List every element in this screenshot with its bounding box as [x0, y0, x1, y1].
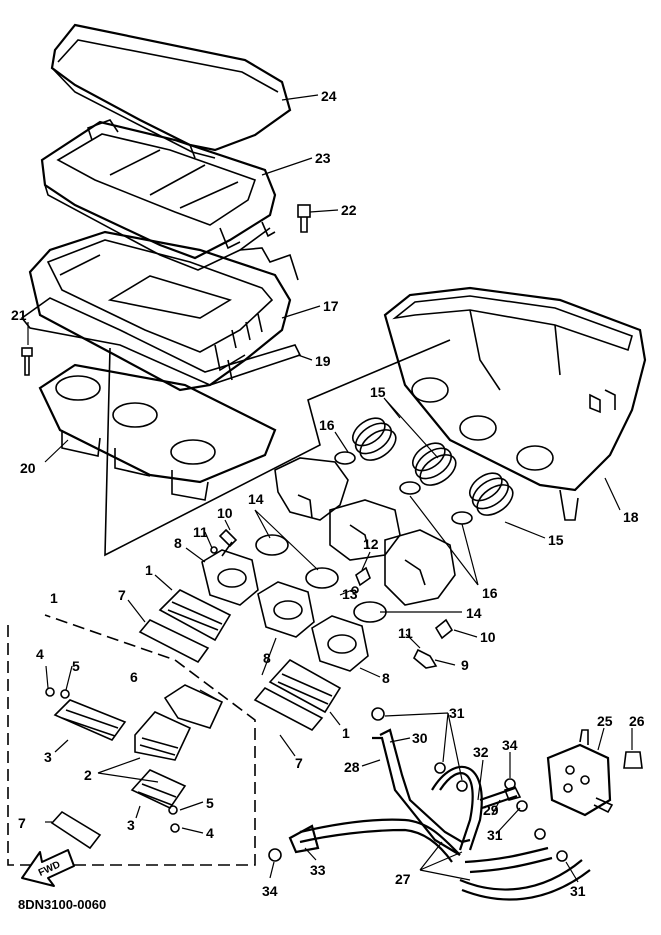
label-14-bottom: 14	[466, 605, 482, 621]
label-31-top: 31	[449, 705, 465, 721]
label-8-top: 8	[174, 535, 182, 551]
label-18: 18	[623, 509, 639, 525]
label-15-bottom: 15	[548, 532, 564, 548]
air-box-case-part-17	[28, 230, 299, 392]
drawing-code: 8DN3100-0060	[18, 897, 107, 912]
reed-valves-part-1	[158, 589, 342, 714]
intake-plate-part-20	[38, 363, 277, 501]
air-induction-valve-part-25	[546, 729, 614, 817]
label-11-bottom: 11	[398, 625, 413, 641]
bolts-washers	[210, 528, 454, 669]
connector-line	[104, 339, 451, 557]
part-1-group-outline	[7, 614, 256, 866]
clamps-part-14	[255, 534, 387, 623]
clamps-part-16	[334, 451, 473, 525]
label-13: 13	[342, 586, 358, 602]
reed-valve-detail	[45, 684, 224, 833]
label-3-left: 3	[44, 749, 52, 765]
intake-manifolds-part-8	[201, 549, 369, 672]
label-12: 12	[363, 536, 379, 552]
air-box-housing-part-18	[383, 286, 647, 521]
label-34-top: 34	[502, 737, 518, 753]
label-2: 2	[84, 767, 92, 783]
cap-part-26	[623, 751, 643, 769]
part-number-labels: 24 23 22 21 17 19 20 15 15 16 16 18 14 1…	[11, 88, 645, 899]
screw-part-21	[21, 347, 33, 376]
label-5-bottom: 5	[206, 795, 214, 811]
label-28: 28	[344, 759, 360, 775]
label-30: 30	[412, 730, 428, 746]
intake-boots-part-15	[351, 417, 514, 516]
leader-lines	[27, 94, 633, 883]
label-14-top: 14	[248, 491, 264, 507]
label-7-top: 7	[118, 587, 126, 603]
air-filter-element-part-23	[40, 119, 277, 271]
label-16-top: 16	[319, 417, 335, 433]
label-15-top: 15	[370, 384, 386, 400]
label-1-right: 1	[342, 725, 350, 741]
label-10-top: 10	[217, 505, 233, 521]
label-4-bottom: 4	[206, 825, 214, 841]
label-23: 23	[315, 150, 331, 166]
label-20: 20	[20, 460, 36, 476]
label-1-top: 1	[145, 562, 153, 578]
air-box-cover-part-24	[50, 23, 292, 159]
label-16-bottom: 16	[482, 585, 498, 601]
label-22: 22	[341, 202, 357, 218]
label-21: 21	[11, 307, 27, 323]
label-7-left: 7	[18, 815, 26, 831]
forward-direction-arrow: FWD	[21, 849, 75, 887]
gaskets-part-7	[50, 619, 324, 850]
label-32: 32	[473, 744, 489, 760]
label-6: 6	[130, 669, 138, 685]
label-33: 33	[310, 862, 326, 878]
label-1-group: 1	[50, 590, 58, 606]
label-29: 29	[483, 802, 499, 818]
hose-clips-part-31-34	[268, 707, 568, 862]
label-19: 19	[315, 353, 331, 369]
label-9: 9	[461, 657, 469, 673]
label-3-bottom: 3	[127, 817, 135, 833]
label-8-middle: 8	[263, 650, 271, 666]
carburetor-assembly	[274, 457, 456, 606]
gasket-part-19	[20, 297, 302, 386]
label-34-bottom: 34	[262, 883, 278, 899]
label-10-bottom: 10	[480, 629, 496, 645]
label-5-top: 5	[72, 658, 80, 674]
label-31-middle: 31	[487, 827, 503, 843]
air-induction-hoses	[288, 728, 591, 901]
label-4-top: 4	[36, 646, 44, 662]
label-26: 26	[629, 713, 645, 729]
label-27: 27	[395, 871, 411, 887]
label-8-bottom: 8	[382, 670, 390, 686]
label-17: 17	[323, 298, 339, 314]
label-11-top: 11	[193, 524, 208, 540]
label-31-bottom: 31	[570, 883, 586, 899]
label-24: 24	[321, 88, 337, 104]
label-25: 25	[597, 713, 613, 729]
bolt-part-22	[297, 204, 311, 233]
label-7-right: 7	[295, 755, 303, 771]
